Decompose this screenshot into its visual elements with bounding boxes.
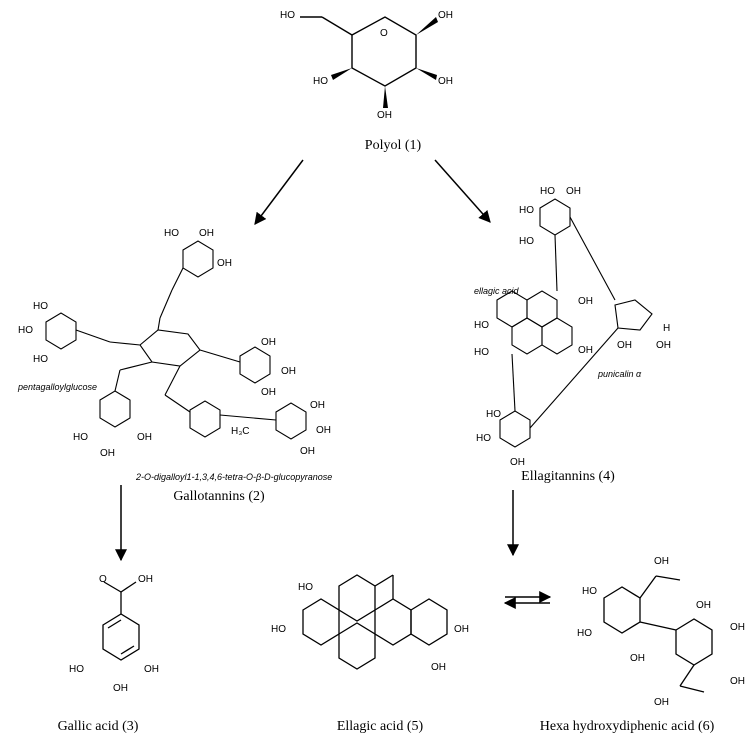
group-label: OH	[138, 574, 153, 585]
group-label: HO	[582, 586, 597, 597]
group-label: HO	[540, 186, 555, 197]
group-label: OH	[630, 653, 645, 664]
group-label: HO	[474, 320, 489, 331]
group-label: OH	[454, 624, 469, 635]
group-label: OH	[113, 683, 128, 694]
group-label: OH	[431, 662, 446, 673]
arrow-to-ellagitannins	[434, 159, 491, 223]
group-label: OH	[438, 76, 453, 87]
group-label: OH	[510, 457, 525, 468]
group-label: OH	[100, 448, 115, 459]
group-label: OH	[281, 366, 296, 377]
polyol-structure	[300, 16, 438, 108]
hhdp-structure	[603, 575, 713, 693]
group-label: OH	[617, 340, 632, 351]
group-label: HO	[69, 664, 84, 675]
group-label: HO	[519, 236, 534, 247]
group-label: HO	[474, 347, 489, 358]
group-label: HO	[280, 10, 295, 21]
group-label: OH	[730, 676, 745, 687]
ellagic-acid-label: Ellagic acid (5)	[336, 719, 424, 734]
group-label: OH	[730, 622, 745, 633]
digalloyl-label: 2-O-digalloyl1-1,3,4,6-tetra-O-β-D-gluco…	[136, 472, 333, 482]
ellagic-acid-structure	[302, 574, 448, 670]
group-label: HO	[164, 228, 179, 239]
group-label: HO	[577, 628, 592, 639]
gallic-acid-structure	[102, 581, 140, 661]
group-label: OH	[137, 432, 152, 443]
polyol-label: Polyol (1)	[364, 138, 422, 153]
group-label: H	[663, 323, 671, 334]
arrow-to-gallotannins	[254, 159, 304, 225]
ellagitannins-label: Ellagitannins (4)	[521, 469, 615, 484]
group-label: OH	[578, 296, 593, 307]
group-label: HO	[271, 624, 286, 635]
group-label: H₃C	[231, 426, 250, 437]
ellagic-acid-sublabel: ellagic acid	[474, 286, 519, 296]
group-label: OH	[144, 664, 159, 675]
group-label: OH	[696, 600, 711, 611]
group-label: OH	[199, 228, 214, 239]
group-label: O	[99, 574, 107, 585]
punicalin-label: punicalin α	[598, 369, 642, 379]
group-label: OH	[438, 10, 453, 21]
group-label: OH	[300, 446, 315, 457]
group-label: OH	[316, 425, 331, 436]
group-label: HO	[298, 582, 313, 593]
group-label: HO	[33, 354, 48, 365]
gallic-acid-label: Gallic acid (3)	[57, 719, 139, 734]
gallotannin-structure	[45, 240, 307, 440]
group-label: OH	[566, 186, 581, 197]
group-label: HO	[486, 409, 501, 420]
group-label: OH	[217, 258, 232, 269]
gallotannins-label: Gallotannins (2)	[173, 489, 265, 504]
group-label: O	[380, 28, 388, 39]
group-label: HO	[33, 301, 48, 312]
group-label: OH	[377, 110, 392, 121]
ellagitannin-structure	[496, 198, 653, 448]
pentagalloylglucose-label: pentagalloylglucose	[18, 382, 98, 392]
group-label: OH	[656, 340, 671, 351]
group-label: OH	[654, 697, 669, 708]
hhdp-label: Hexa hydroxydiphenic acid (6)	[539, 719, 715, 734]
reaction-arrows	[115, 159, 552, 609]
group-label: HO	[73, 432, 88, 443]
group-label: HO	[476, 433, 491, 444]
group-label: OH	[261, 337, 276, 348]
group-label: HO	[519, 205, 534, 216]
group-label: OH	[261, 387, 276, 398]
group-label: OH	[654, 556, 669, 567]
group-label: OH	[310, 400, 325, 411]
group-label: OH	[578, 345, 593, 356]
group-label: HO	[313, 76, 328, 87]
group-label: HO	[18, 325, 33, 336]
